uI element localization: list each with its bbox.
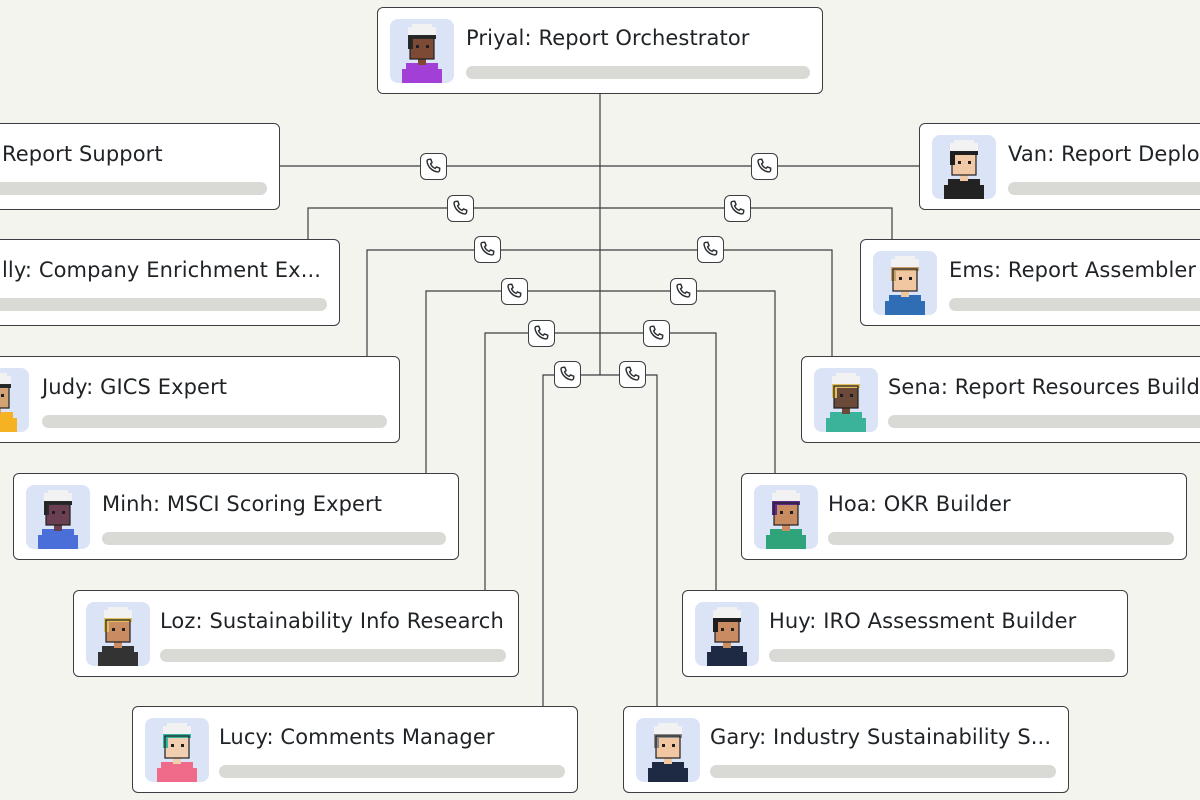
phone-icon[interactable] (619, 361, 646, 388)
avatar-figure (826, 373, 866, 432)
avatar-figure (157, 723, 197, 782)
placeholder-bar (828, 532, 1174, 545)
node-label: Sena: Report Resources Build (888, 375, 1200, 399)
avatar-figure (648, 723, 688, 782)
node-card-loz[interactable]: Loz: Sustainability Info Research (73, 590, 519, 677)
node-label: Ems: Report Assembler (949, 258, 1197, 282)
avatar (754, 485, 818, 549)
phone-icon[interactable] (420, 153, 447, 180)
placeholder-bar (769, 649, 1115, 662)
node-label: Report Support (2, 142, 163, 166)
node-label: Priyal: Report Orchestrator (466, 26, 750, 50)
placeholder-bar (160, 649, 506, 662)
node-card-lly[interactable]: lly: Company Enrichment Ex... (0, 239, 340, 326)
avatar-figure (38, 490, 78, 549)
node-label: Van: Report Deploy (1008, 142, 1200, 166)
avatar (390, 19, 454, 83)
phone-icon[interactable] (751, 153, 778, 180)
avatar-figure (707, 607, 747, 666)
wire-minh-hoa (425, 290, 776, 474)
avatar (873, 251, 937, 315)
avatar-figure (402, 24, 442, 83)
phone-icon[interactable] (643, 320, 670, 347)
node-card-ems[interactable]: Ems: Report Assembler (860, 239, 1200, 326)
placeholder-bar (219, 765, 565, 778)
avatar-figure (98, 607, 138, 666)
avatar (26, 485, 90, 549)
placeholder-bar (102, 532, 446, 545)
wire-judy-sena (366, 249, 833, 358)
placeholder-bar (949, 298, 1200, 311)
node-card-sena[interactable]: Sena: Report Resources Build (801, 356, 1200, 443)
node-label: Gary: Industry Sustainability S... (710, 725, 1052, 749)
avatar-figure (766, 490, 806, 549)
node-card-report-support[interactable]: Report Support (0, 123, 280, 210)
phone-icon[interactable] (697, 236, 724, 263)
node-card-van[interactable]: Van: Report Deploy (919, 123, 1200, 210)
avatar (695, 602, 759, 666)
placeholder-bar (888, 415, 1200, 428)
wire-lucy-gary (542, 374, 658, 707)
node-card-minh[interactable]: Minh: MSCI Scoring Expert (13, 473, 459, 560)
phone-icon[interactable] (474, 236, 501, 263)
avatar (0, 368, 29, 432)
avatar (636, 718, 700, 782)
node-card-gary[interactable]: Gary: Industry Sustainability S... (623, 706, 1069, 793)
node-label: Huy: IRO Assessment Builder (769, 609, 1077, 633)
node-card-priyal[interactable]: Priyal: Report Orchestrator (377, 7, 823, 94)
placeholder-bar (0, 298, 327, 311)
wire-loz-huy (484, 332, 717, 591)
node-card-hoa[interactable]: Hoa: OKR Builder (741, 473, 1187, 560)
phone-icon[interactable] (554, 361, 581, 388)
avatar (932, 135, 996, 199)
avatar-figure (0, 373, 17, 432)
node-card-huy[interactable]: Huy: IRO Assessment Builder (682, 590, 1128, 677)
phone-icon[interactable] (724, 195, 751, 222)
avatar-figure (885, 256, 925, 315)
avatar (814, 368, 878, 432)
placeholder-bar (710, 765, 1056, 778)
phone-icon[interactable] (528, 320, 555, 347)
node-card-lucy[interactable]: Lucy: Comments Manager (132, 706, 578, 793)
node-label: Loz: Sustainability Info Research (160, 609, 504, 633)
wire-lly-ems (307, 207, 893, 250)
avatar (86, 602, 150, 666)
node-label: Minh: MSCI Scoring Expert (102, 492, 383, 516)
phone-icon[interactable] (670, 278, 697, 305)
phone-icon[interactable] (501, 278, 528, 305)
phone-icon[interactable] (447, 195, 474, 222)
placeholder-bar (1008, 182, 1200, 195)
avatar (145, 718, 209, 782)
node-label: Judy: GICS Expert (42, 375, 228, 399)
node-card-judy[interactable]: Judy: GICS Expert (0, 356, 400, 443)
placeholder-bar (0, 182, 267, 195)
node-label: Lucy: Comments Manager (219, 725, 495, 749)
node-label: Hoa: OKR Builder (828, 492, 1011, 516)
avatar-figure (944, 140, 984, 199)
node-label: lly: Company Enrichment Ex... (2, 258, 322, 282)
placeholder-bar (466, 66, 810, 79)
placeholder-bar (42, 415, 387, 428)
